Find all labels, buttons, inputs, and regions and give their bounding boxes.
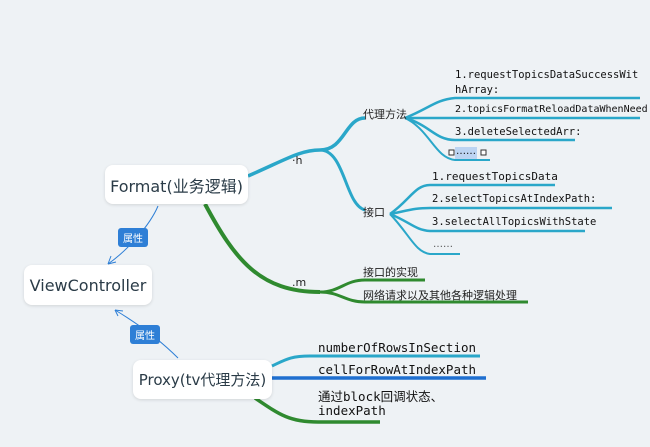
proxy-item-2[interactable]: cellForRowAtIndexPath [318, 362, 477, 377]
connector-interface-2 [389, 206, 612, 216]
connector-format-h [247, 116, 366, 178]
selection-handle-right [480, 149, 487, 156]
delegate-item-4[interactable]: …… [456, 146, 476, 157]
connector-delegate-3 [404, 116, 575, 142]
connector-format-m [203, 203, 321, 294]
connector-interface-4 [389, 213, 460, 255]
connector-m-2 [319, 290, 528, 304]
proxy-item-1[interactable]: numberOfRowsInSection [318, 340, 477, 355]
interface-item-4[interactable]: …… [433, 239, 453, 250]
h-branch-label: ·h [292, 154, 303, 167]
connector-delegate-4 [404, 117, 490, 161]
connector-proxy-1 [271, 354, 480, 368]
interface-item-2[interactable]: 2.selectTopicsAtIndexPath: [432, 193, 597, 205]
arrow-head-vc [107, 255, 117, 265]
proxy-item-3a[interactable]: 通过block回调状态、 [318, 389, 444, 404]
arrow-head-proxy [114, 309, 124, 317]
proxy-item-3b: indexPath [318, 403, 386, 418]
format-node[interactable]: Format(业务逻辑) [105, 165, 248, 204]
view-controller-node[interactable]: ViewController [24, 265, 152, 305]
selection-handle-left [448, 149, 455, 156]
delegate-item-3[interactable]: 3.deleteSelectedArr: [455, 126, 582, 138]
selection-highlight [455, 147, 477, 159]
m-item-1[interactable]: 接口的实现 [363, 266, 418, 279]
connector-interface-3 [389, 212, 585, 233]
connector-delegate-1 [404, 96, 640, 120]
interface-item-3[interactable]: 3.selectAllTopicsWithState [432, 216, 597, 228]
connector-proxy-3 [254, 396, 380, 424]
interface-item-1[interactable]: 1.requestTopicsData [432, 170, 558, 183]
interface-label[interactable]: 接口 [363, 206, 385, 219]
property-badge-top: 属性 [118, 228, 148, 247]
delegate-item-1a[interactable]: 1.requestTopicsDataSuccessWit [455, 69, 639, 81]
connector-h-interface [319, 148, 366, 212]
delegate-item-1b: hArray: [455, 84, 500, 96]
delegate-item-2[interactable]: 2.topicsFormatReloadDataWhenNeed [455, 104, 648, 115]
property-badge-bottom: 属性 [130, 325, 160, 344]
delegate-methods-label[interactable]: 代理方法 [363, 108, 407, 121]
connector-interface-1 [389, 183, 555, 216]
m-branch-label: .m [292, 276, 307, 289]
proxy-node[interactable]: Proxy(tv代理方法) [133, 360, 272, 399]
m-item-2[interactable]: 网络请求以及其他各种逻辑处理 [363, 289, 517, 302]
